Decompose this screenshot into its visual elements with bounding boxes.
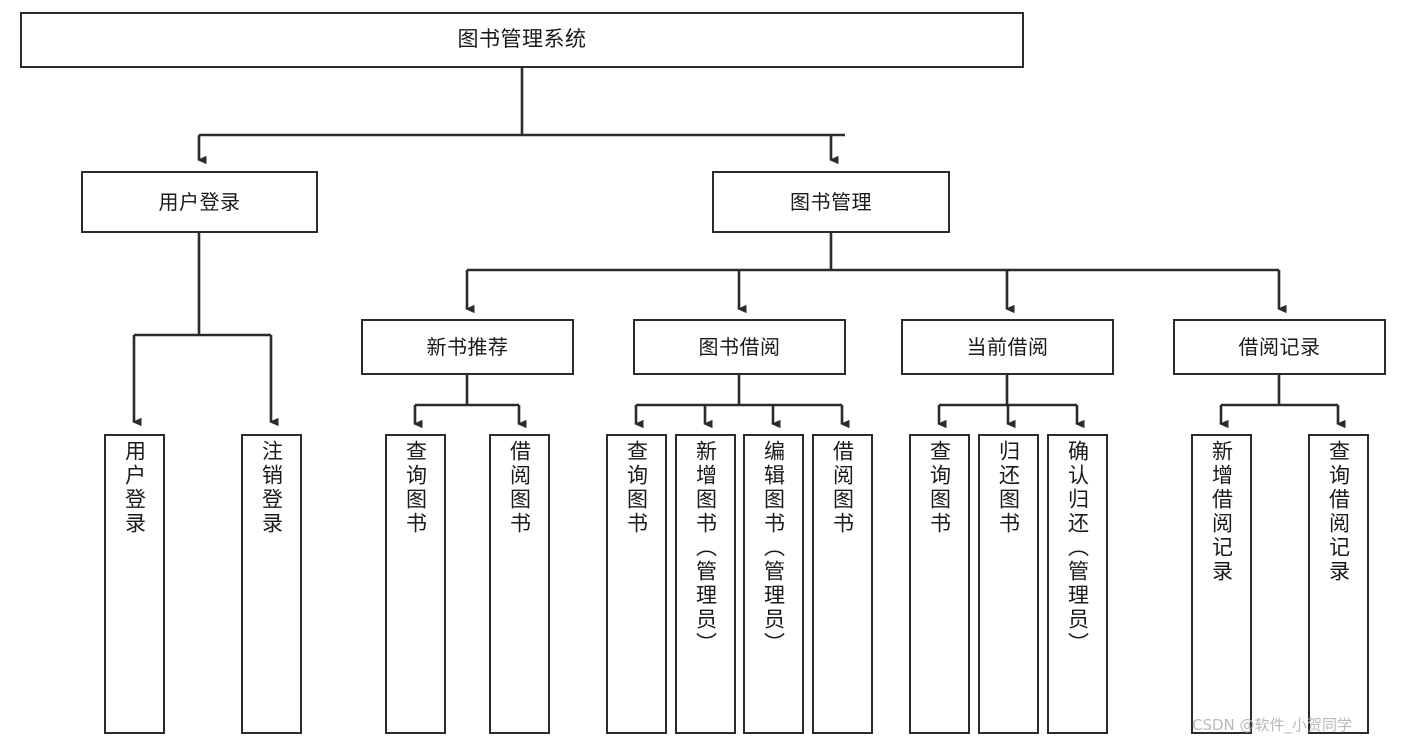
- node-leaf-logout-login[interactable]: 注销登录: [241, 434, 302, 734]
- node-label: 图书管理: [790, 189, 872, 214]
- node-leaf-add-book[interactable]: 新增图书（管理员）: [675, 434, 736, 734]
- node-label: 图书管理系统: [457, 27, 587, 52]
- node-label: 借阅图书: [507, 440, 532, 536]
- node-label: 查询图书: [403, 440, 428, 536]
- node-label: 借阅图书: [830, 440, 855, 536]
- node-leaf-user-login[interactable]: 用户登录: [104, 434, 165, 734]
- node-label: 用户登录: [122, 440, 147, 536]
- node-current-borrow[interactable]: 当前借阅: [901, 319, 1114, 375]
- node-label: 注销登录: [259, 440, 284, 536]
- node-label: 归还图书: [996, 440, 1021, 536]
- node-user-login[interactable]: 用户登录: [81, 171, 318, 233]
- node-label: 用户登录: [158, 189, 241, 214]
- node-leaf-return-book[interactable]: 归还图书: [978, 434, 1039, 734]
- node-label: 查询图书: [624, 440, 649, 536]
- node-label: 编辑图书（管理员）: [761, 440, 786, 656]
- node-book-manage[interactable]: 图书管理: [712, 171, 950, 233]
- node-leaf-query-book-2[interactable]: 查询图书: [606, 434, 667, 734]
- node-new-book-recommend[interactable]: 新书推荐: [361, 319, 574, 375]
- csdn-watermark: CSDN @软件_小贺同学: [1192, 716, 1353, 734]
- node-leaf-query-record[interactable]: 查询借阅记录: [1308, 434, 1369, 734]
- node-leaf-edit-book[interactable]: 编辑图书（管理员）: [743, 434, 804, 734]
- node-leaf-add-record[interactable]: 新增借阅记录: [1191, 434, 1252, 734]
- node-label: 借阅记录: [1238, 334, 1321, 359]
- node-leaf-borrow-book-1[interactable]: 借阅图书: [489, 434, 550, 734]
- node-borrow-record[interactable]: 借阅记录: [1173, 319, 1386, 375]
- node-leaf-confirm-return[interactable]: 确认归还（管理员）: [1047, 434, 1108, 734]
- node-leaf-query-book-3[interactable]: 查询图书: [909, 434, 970, 734]
- node-label: 查询借阅记录: [1326, 440, 1351, 584]
- node-book-borrow[interactable]: 图书借阅: [633, 319, 846, 375]
- node-root-book-management-system[interactable]: 图书管理系统: [20, 12, 1024, 68]
- node-label: 新增借阅记录: [1209, 440, 1234, 584]
- node-label: 新增图书（管理员）: [693, 440, 718, 656]
- node-leaf-query-book-1[interactable]: 查询图书: [385, 434, 446, 734]
- node-label: 确认归还（管理员）: [1065, 440, 1090, 656]
- node-label: 新书推荐: [426, 334, 509, 359]
- node-leaf-borrow-book-2[interactable]: 借阅图书: [812, 434, 873, 734]
- node-label: 当前借阅: [966, 334, 1049, 359]
- node-label: 图书借阅: [698, 334, 781, 359]
- node-label: 查询图书: [927, 440, 952, 536]
